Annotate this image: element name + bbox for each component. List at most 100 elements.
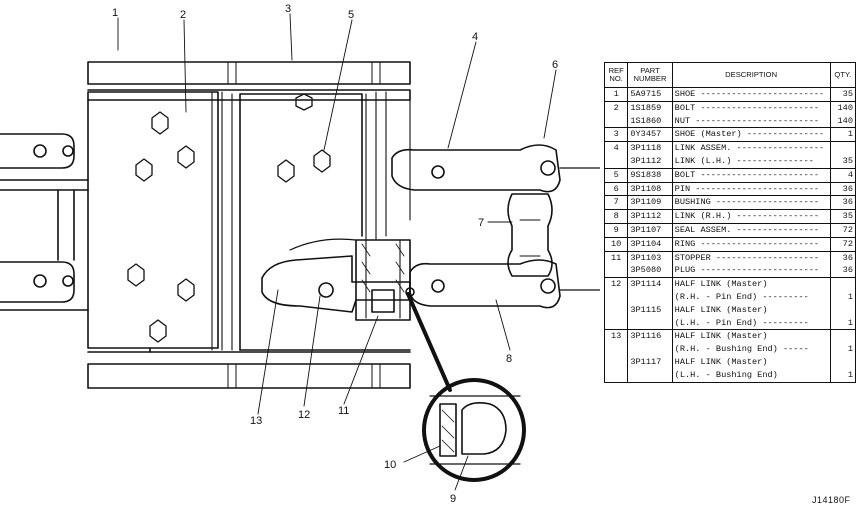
description-cell: HALF LINK (Master)	[671, 329, 831, 344]
callout-2: 2	[180, 9, 186, 21]
ref-cell: 7	[603, 195, 629, 210]
description-cell: SHOE ------------------------	[671, 87, 831, 102]
description-cell: BUSHING --------------------	[671, 195, 831, 210]
parts-table-header: REF NO. PART NUMBER DESCRIPTION QTY.	[603, 62, 857, 88]
callout-1: 1	[112, 7, 118, 19]
table-row: (R.H. - Bushing End) -----1	[603, 343, 857, 356]
qty-cell: 36	[829, 195, 857, 210]
description-cell: HALF LINK (Master)	[671, 277, 831, 291]
description-cell: RING -----------------------	[671, 236, 831, 252]
ref-cell	[603, 303, 629, 317]
part-number-cell: 3P1118	[627, 141, 673, 155]
qty-cell: 1	[829, 343, 857, 356]
ref-cell: 4	[603, 141, 629, 155]
part-number-cell: 3P1115	[627, 303, 673, 317]
description-cell: SHOE (Master) ---------------	[671, 127, 831, 142]
description-cell: PIN ------------------------	[671, 181, 831, 196]
table-row: 3P1112 LINK (L.H.) ---------------35	[603, 154, 857, 169]
callout-3: 3	[285, 3, 291, 15]
qty-cell: 1	[829, 316, 857, 330]
callout-9: 9	[450, 493, 456, 505]
callout-6: 6	[552, 59, 558, 71]
ref-cell: 11	[603, 250, 629, 265]
qty-cell: 72	[829, 222, 857, 238]
ref-cell	[603, 355, 629, 369]
description-cell: (R.H. - Bushing End) -----	[671, 343, 831, 356]
ref-cell	[603, 316, 629, 330]
header-description: DESCRIPTION	[671, 62, 831, 88]
shoe-bolt-heads	[127, 93, 331, 343]
part-number-cell: 1S1860	[627, 114, 673, 128]
qty-cell: 36	[829, 264, 857, 278]
figure-code: J14180F	[812, 495, 851, 505]
master-link-section	[261, 238, 415, 321]
description-cell: HALF LINK (Master)	[671, 355, 831, 369]
callout-numbers: 1 2 3 4 5 6 7 8 9 10 11 12 13	[112, 3, 558, 505]
ref-cell	[603, 264, 629, 278]
ref-cell: 1	[603, 87, 629, 102]
ref-cell: 5	[603, 167, 629, 183]
description-cell: BOLT -----------------------	[671, 100, 831, 115]
part-number-cell: 3P1104	[627, 236, 673, 252]
description-cell: (L.H. - Pin End) ---------	[671, 316, 831, 330]
qty-cell: 4	[829, 167, 857, 183]
description-cell: LINK (L.H.) ---------------	[671, 154, 831, 169]
description-cell: NUT ------------------------	[671, 114, 831, 128]
qty-cell: 1	[829, 290, 857, 304]
table-row: 3P1115 HALF LINK (Master)	[603, 303, 857, 317]
qty-cell: 140	[829, 100, 857, 115]
part-number-cell	[627, 368, 673, 383]
qty-cell: 35	[829, 154, 857, 169]
part-number-cell: 3P1112	[627, 209, 673, 224]
table-row: (R.H. - Pin End) ---------1	[603, 290, 857, 304]
qty-cell: 1	[829, 368, 857, 383]
ref-cell: 8	[603, 209, 629, 224]
part-number-cell: 3P1103	[627, 250, 673, 265]
qty-cell	[829, 141, 857, 155]
part-number-cell: 1S1859	[627, 100, 673, 115]
qty-cell: 36	[829, 250, 857, 265]
description-cell: (L.H. - Bushing End)	[671, 368, 831, 383]
seal-detail-inset	[406, 292, 526, 482]
callout-11: 11	[338, 405, 349, 417]
ref-cell: 3	[603, 127, 629, 142]
part-number-cell	[627, 343, 673, 356]
qty-cell: 35	[829, 87, 857, 102]
part-number-cell: 3P1116	[627, 329, 673, 344]
part-number-cell	[627, 316, 673, 330]
ref-cell	[603, 114, 629, 128]
callout-leader-lines	[117, 13, 557, 491]
description-cell: LINK ASSEM. -----------------	[671, 141, 831, 155]
part-number-cell: 3P1114	[627, 277, 673, 291]
ref-cell	[603, 290, 629, 304]
ref-cell: 6	[603, 181, 629, 196]
description-cell: HALF LINK (Master)	[671, 303, 831, 317]
header-ref-no: REF NO.	[603, 62, 629, 88]
part-number-cell: 5A9715	[627, 87, 673, 102]
part-number-cell: 3P1107	[627, 222, 673, 238]
callout-8: 8	[506, 353, 512, 365]
ref-cell	[603, 368, 629, 383]
description-cell: (R.H. - Pin End) ---------	[671, 290, 831, 304]
part-number-cell: 9S1838	[627, 167, 673, 183]
qty-cell	[829, 329, 857, 344]
qty-cell: 140	[829, 114, 857, 128]
part-number-cell: 3P1108	[627, 181, 673, 196]
table-row: 3P5080 PLUG -----------------------36	[603, 264, 857, 278]
callout-5: 5	[348, 9, 354, 21]
description-cell: STOPPER --------------------	[671, 250, 831, 265]
ref-cell: 13	[603, 329, 629, 344]
ref-cell: 2	[603, 100, 629, 115]
part-number-cell: 3P1109	[627, 195, 673, 210]
table-row: (L.H. - Bushing End)1	[603, 368, 857, 383]
